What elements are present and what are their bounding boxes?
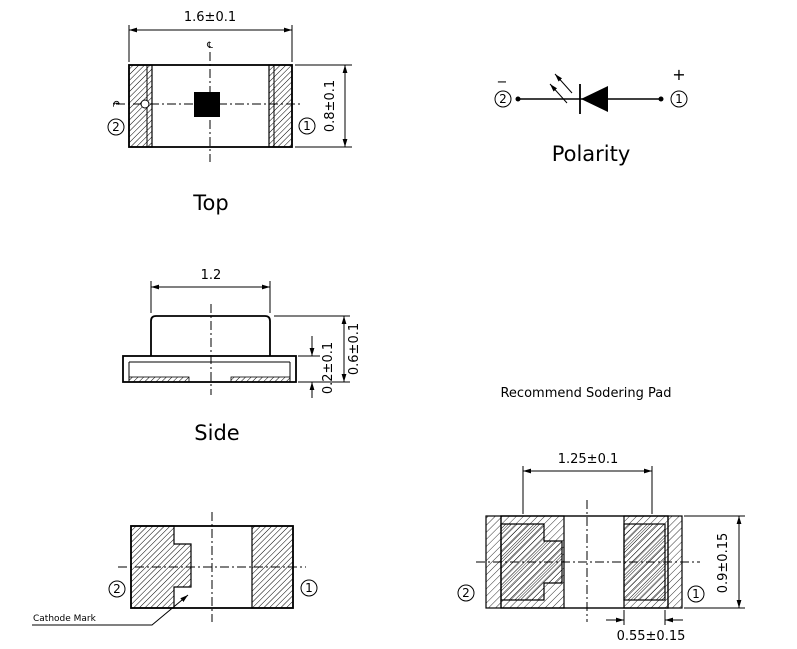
top-right-terminal bbox=[268, 64, 293, 148]
polarity-symbol: − + 2 1 Polarity bbox=[494, 65, 688, 166]
solder-height-label: 0.9±0.15 bbox=[716, 533, 731, 594]
polarity-minus: − bbox=[497, 75, 508, 90]
solder-pad-view: Recommend Sodering Pad 1.25±0.1 0.9±0.15… bbox=[457, 386, 745, 644]
top-pin-1-circle bbox=[298, 117, 316, 135]
side-width-label: 1.2 bbox=[201, 268, 222, 283]
side-height-label: 0.6±0.1 bbox=[347, 323, 362, 375]
bottom-pin-1-label: 1 bbox=[305, 581, 313, 595]
cathode-mark-label: Cathode Mark bbox=[33, 614, 97, 624]
side-base-outline bbox=[122, 355, 297, 383]
polarity-title: Polarity bbox=[552, 142, 631, 166]
solder-pin-2-circle bbox=[457, 584, 475, 602]
bottom-pin-2-circle bbox=[108, 580, 126, 598]
polarity-pin-2-circle bbox=[494, 90, 512, 108]
top-side-centerline-symbol: ℄ bbox=[110, 100, 120, 107]
top-pin-2-label: 2 bbox=[112, 120, 120, 134]
solder-pin-1-circle bbox=[687, 585, 705, 603]
solder-spacing-label: 1.25±0.1 bbox=[558, 452, 619, 467]
top-centerline-symbol: ℄ bbox=[206, 41, 213, 51]
top-height-label: 0.8±0.1 bbox=[323, 80, 338, 132]
solder-pad-title: Recommend Sodering Pad bbox=[500, 386, 671, 401]
light-arrow-1 bbox=[554, 73, 573, 94]
top-view-title: Top bbox=[192, 191, 228, 215]
top-pin-1-label: 1 bbox=[303, 119, 311, 133]
polarity-pin-1-label: 1 bbox=[675, 92, 683, 106]
top-view: 1.6±0.1 ℄ ℄ 0.8±0.1 2 1 Top bbox=[107, 10, 352, 215]
solder-pin-1-label: 1 bbox=[692, 587, 700, 601]
solder-pin-2-label: 2 bbox=[462, 586, 470, 600]
solder-pad-width-label: 0.55±0.15 bbox=[617, 629, 686, 644]
top-width-label: 1.6±0.1 bbox=[184, 10, 236, 25]
bottom-pin-1-circle bbox=[300, 579, 318, 597]
side-view: 1.2 0.6±0.1 0.2±0.1 Side bbox=[122, 268, 362, 445]
light-arrow-2 bbox=[549, 83, 568, 104]
top-pin-2-circle bbox=[107, 118, 125, 136]
polarity-pin-1-circle bbox=[670, 90, 688, 108]
bottom-pin-2-label: 2 bbox=[113, 582, 121, 596]
side-view-title: Side bbox=[194, 421, 239, 445]
side-base-label: 0.2±0.1 bbox=[321, 342, 336, 394]
polarity-plus: + bbox=[672, 65, 685, 84]
bottom-view: 2 1 Cathode Mark bbox=[32, 512, 318, 626]
polarity-pin-2-label: 2 bbox=[499, 92, 507, 106]
diode-triangle bbox=[581, 86, 608, 112]
cathode-mark-leader bbox=[32, 594, 189, 626]
top-left-terminal bbox=[128, 64, 153, 148]
